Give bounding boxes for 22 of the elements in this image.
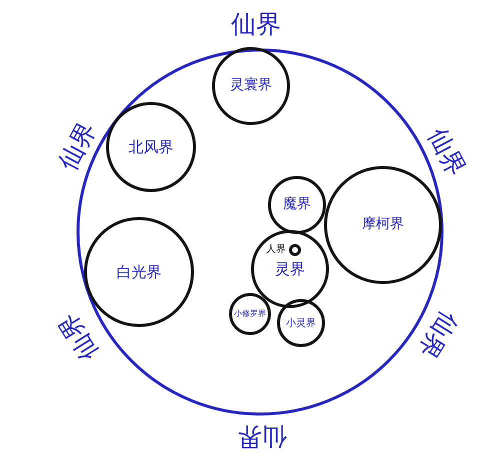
realm-name: 灵寰界 <box>230 78 272 94</box>
realm-circle <box>229 293 271 335</box>
realm-label: 仙界 <box>54 118 100 174</box>
realm-label: 仙界 <box>424 124 470 180</box>
realm-name: 白光界 <box>116 264 162 280</box>
realm-name: 摩柯界 <box>362 217 404 233</box>
realm-circle <box>212 47 290 125</box>
realm-label: 仙界 <box>54 309 102 365</box>
realm-label: 仙界 <box>231 12 281 36</box>
realm-circle <box>251 230 329 308</box>
realm-circle <box>277 299 325 347</box>
realm-circle <box>106 102 196 192</box>
realm-name: 灵界 <box>275 260 305 278</box>
realm-name: 小修罗界 <box>234 310 266 318</box>
realm-label: 仙界 <box>414 307 462 363</box>
realm-circle <box>84 217 194 327</box>
realm-name: 北风界 <box>128 138 174 156</box>
realm-name: 人界 <box>266 243 286 256</box>
realm-name: 小灵界 <box>286 318 316 328</box>
realm-label: 仙界 <box>237 424 287 450</box>
realm-circle <box>268 176 326 234</box>
realm-name: 魔界 <box>283 197 311 213</box>
